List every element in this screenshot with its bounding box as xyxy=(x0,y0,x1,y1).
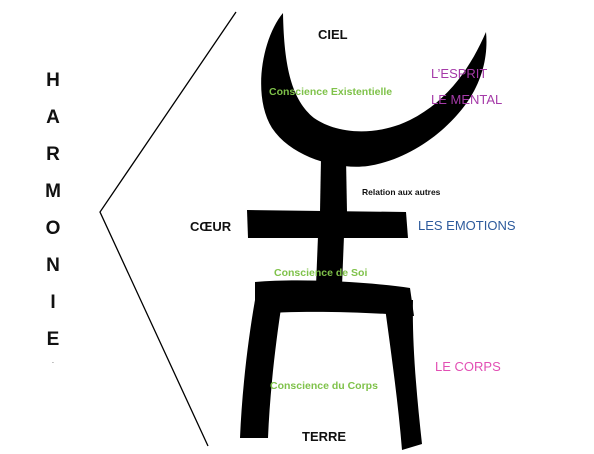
bracket-line xyxy=(99,11,237,447)
side-letter: I xyxy=(50,292,56,313)
label-emotions: LES EMOTIONS xyxy=(418,218,516,233)
side-word-harmonie: H A R M O N I E . xyxy=(38,62,68,366)
glyph-arms xyxy=(247,210,408,238)
label-mind: LE MENTAL xyxy=(431,92,503,107)
label-relation: Relation aux autres xyxy=(362,187,441,197)
side-letter: O xyxy=(45,218,61,239)
glyph-right-leg xyxy=(384,300,422,450)
label-body: LE CORPS xyxy=(435,359,501,374)
side-letter: A xyxy=(46,107,60,128)
side-letter: M xyxy=(45,181,61,202)
side-trailing-mark: . xyxy=(52,359,54,365)
glyph-figure xyxy=(240,13,487,450)
side-letter: H xyxy=(46,70,60,91)
glyph-torso xyxy=(316,236,344,286)
label-heart: CŒUR xyxy=(190,219,232,234)
glyph-crescent xyxy=(261,13,487,167)
label-self-awareness: Conscience de Soi xyxy=(274,267,368,279)
label-body-awareness: Conscience du Corps xyxy=(270,380,378,392)
label-sky: CIEL xyxy=(318,27,348,42)
label-spirit: L’ESPRIT xyxy=(431,66,488,81)
glyph-hips xyxy=(255,280,414,316)
label-existential-awareness: Conscience Existentielle xyxy=(269,86,393,98)
label-earth: TERRE xyxy=(302,429,347,444)
glyph-neck xyxy=(320,158,347,212)
side-letter: E xyxy=(46,329,60,350)
side-letter: N xyxy=(46,255,60,276)
glyph-left-leg xyxy=(240,300,282,438)
side-letter: R xyxy=(46,144,60,165)
